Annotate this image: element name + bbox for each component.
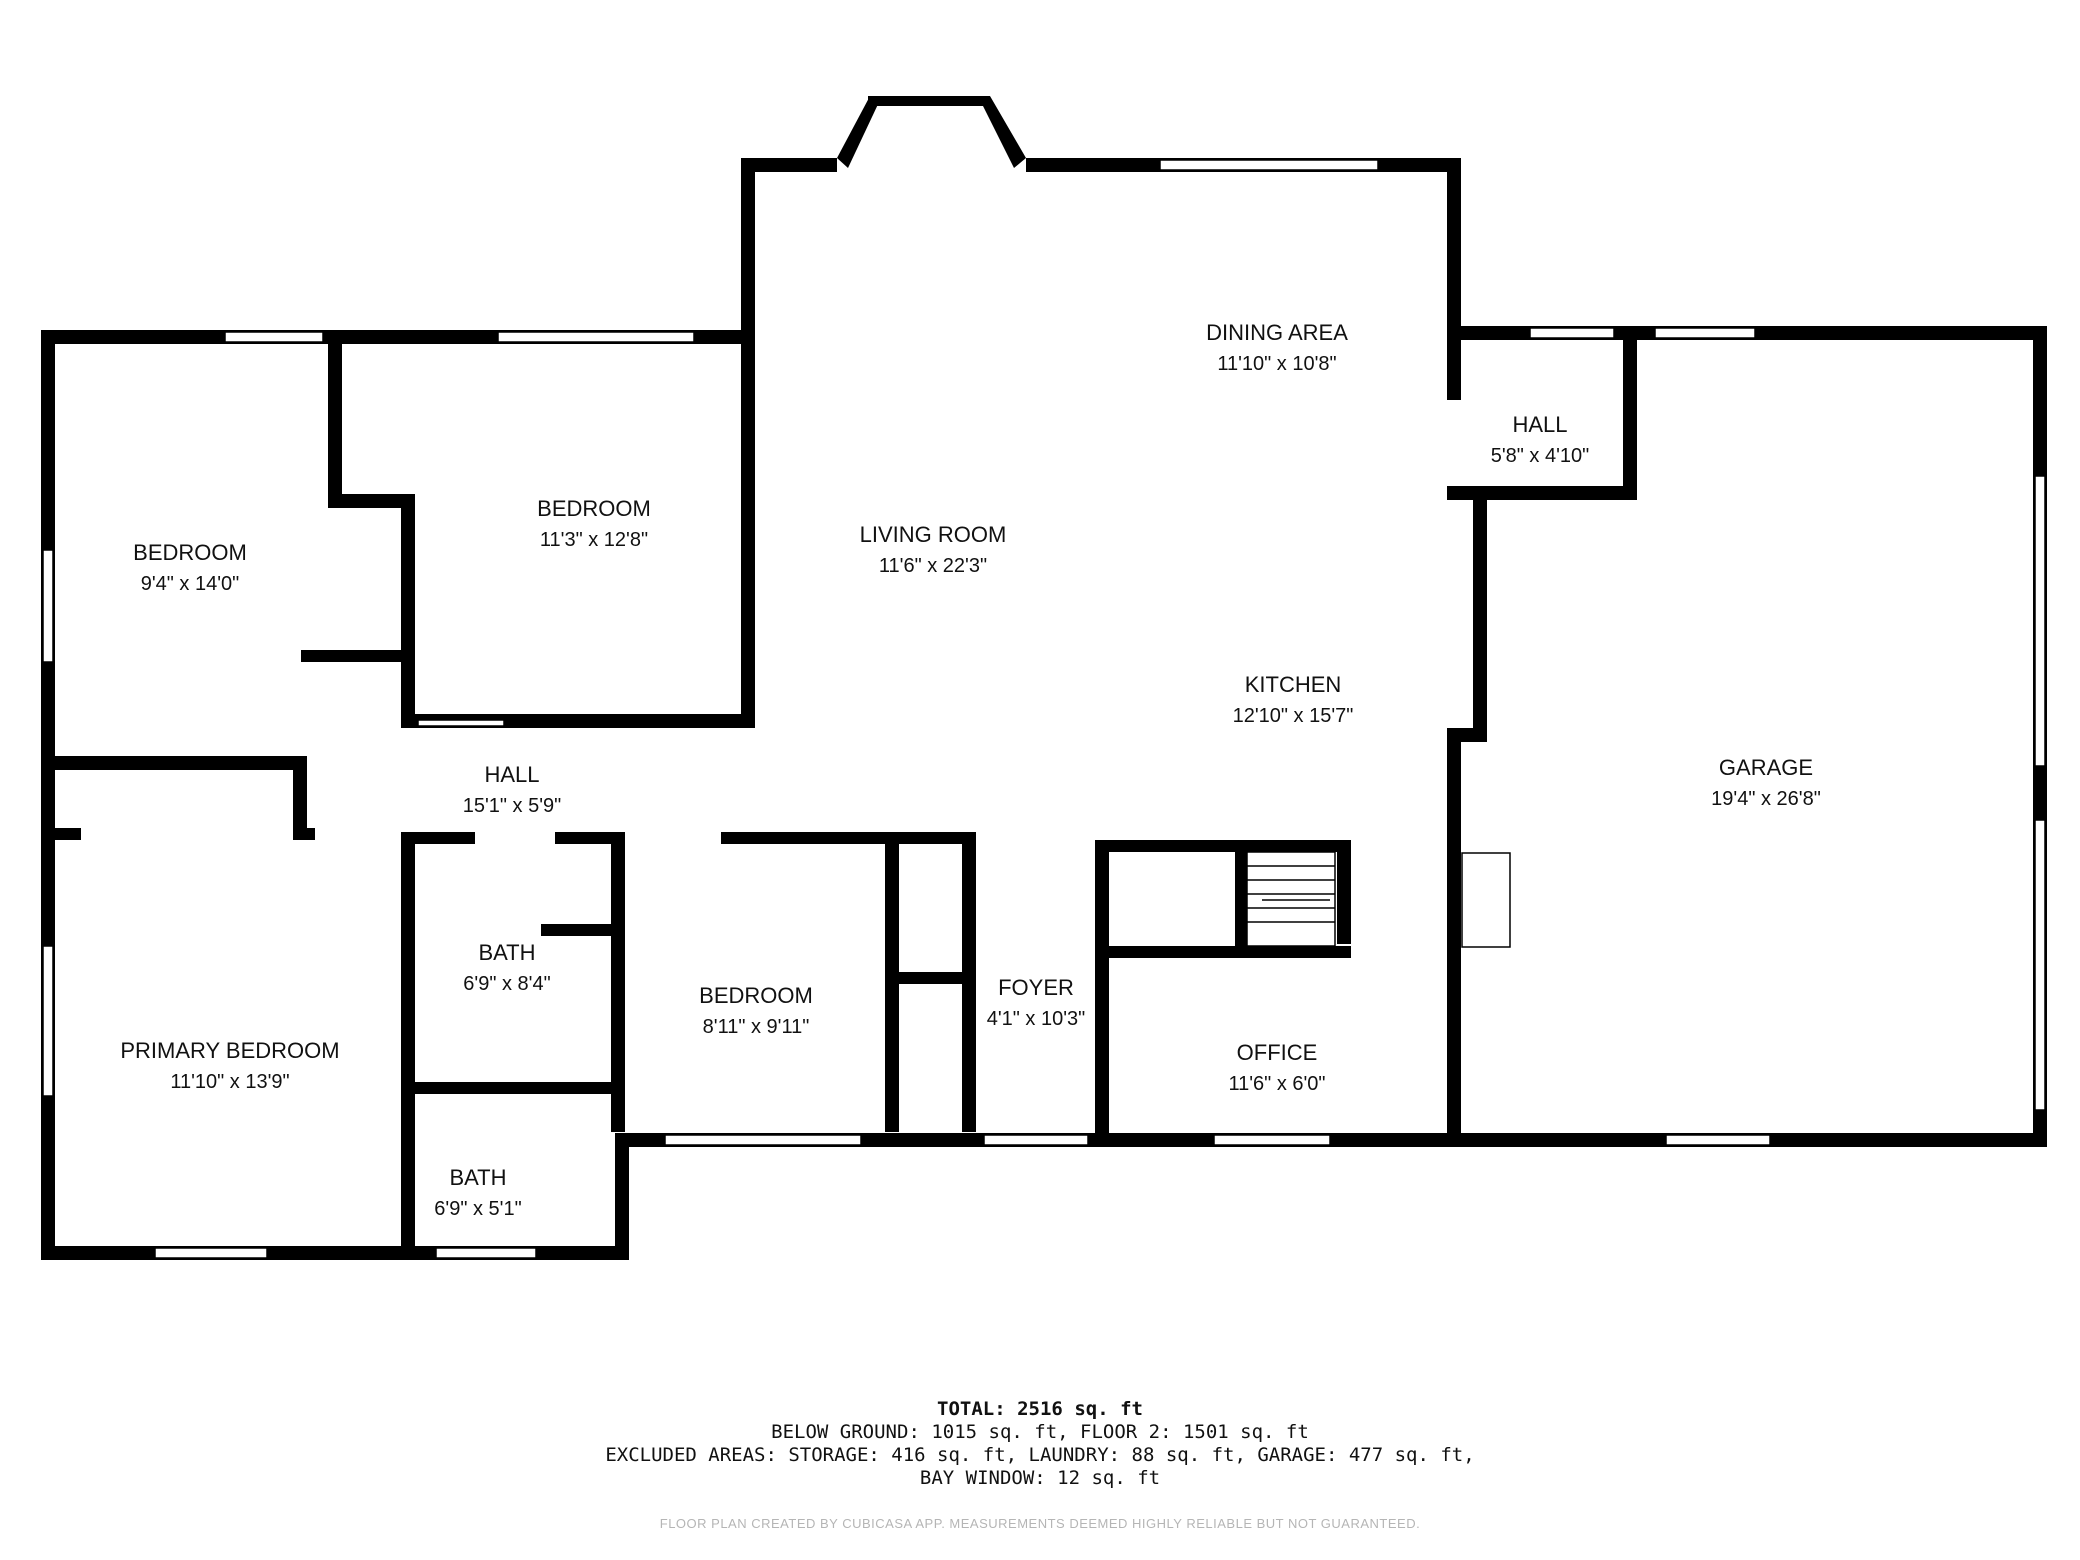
window — [224, 331, 324, 343]
wall-segment — [401, 1082, 625, 1094]
window — [2034, 475, 2046, 767]
wall-segment — [1095, 840, 1350, 852]
room-name-garage: GARAGE — [1719, 755, 1813, 780]
window — [1529, 327, 1615, 339]
room-name-bath-1: BATH — [478, 940, 535, 965]
room-dims-living-room: 11'6" x 22'3" — [879, 555, 987, 577]
window — [1159, 159, 1379, 171]
bay-window — [980, 96, 1026, 168]
wall-segment — [2033, 766, 2047, 818]
wall-segment — [55, 756, 305, 770]
wall-segment — [328, 330, 342, 500]
window — [2034, 819, 2046, 1111]
window — [1665, 1134, 1771, 1146]
landing — [1461, 852, 1511, 948]
wall-segment — [1095, 840, 1109, 1140]
room-dims-bath-2: 6'9" x 5'1" — [434, 1198, 521, 1220]
wall-segment — [555, 832, 625, 844]
room-dims-office: 11'6" x 6'0" — [1228, 1073, 1325, 1095]
area-breakdown-line-1: BELOW GROUND: 1015 sq. ft, FLOOR 2: 1501… — [771, 1421, 1309, 1443]
room-name-kitchen: KITCHEN — [1245, 672, 1342, 697]
window — [435, 1247, 537, 1259]
room-dims-foyer: 4'1" x 10'3" — [987, 1008, 1086, 1030]
wall-segment — [741, 158, 837, 172]
wall-segment — [328, 494, 408, 508]
room-dims-bedroom-nw: 9'4" x 14'0" — [141, 573, 240, 595]
window — [664, 1134, 862, 1146]
room-dims-kitchen: 12'10" x 15'7" — [1233, 705, 1354, 727]
wall-segment — [1623, 340, 1637, 500]
wall-segment — [741, 158, 755, 728]
wall-segment — [611, 832, 625, 1132]
area-breakdown-line-3: BAY WINDOW: 12 sq. ft — [919, 1467, 1161, 1489]
opening — [417, 719, 505, 727]
room-dims-bedroom-n: 11'3" x 12'8" — [540, 529, 648, 551]
room-name-foyer: FOYER — [998, 975, 1074, 1000]
window — [1654, 327, 1756, 339]
floor-plan: BEDROOM 9'4" x 14'0" BEDROOM 11'3" x 12'… — [41, 96, 2047, 1260]
room-name-bath-2: BATH — [449, 1165, 506, 1190]
wall-segment — [401, 832, 415, 1260]
wall-segment — [1447, 158, 1461, 340]
room-dims-hall-west: 15'1" x 5'9" — [463, 795, 562, 817]
wall-segment — [1095, 946, 1351, 958]
wall-segment — [1473, 500, 1487, 742]
wall-segment — [1447, 340, 1461, 400]
wall-segment — [541, 924, 625, 936]
room-dims-primary-bedroom: 11'10" x 13'9" — [170, 1071, 289, 1093]
room-name-primary-bedroom: PRIMARY BEDROOM — [120, 1038, 339, 1063]
window — [154, 1247, 268, 1259]
room-dims-dining-area: 11'10" x 10'8" — [1217, 353, 1336, 375]
window — [1213, 1134, 1331, 1146]
room-name-office: OFFICE — [1237, 1040, 1318, 1065]
room-name-bedroom-s: BEDROOM — [699, 983, 813, 1008]
wall-segment — [41, 330, 55, 1260]
bay-window — [837, 96, 880, 168]
disclaimer-credit: FLOOR PLAN CREATED BY CUBICASA APP. MEAS… — [659, 1516, 1421, 1531]
wall-segment — [1235, 840, 1247, 950]
room-dims-garage: 19'4" x 26'8" — [1711, 788, 1821, 810]
window — [497, 331, 695, 343]
room-name-bedroom-nw: BEDROOM — [133, 540, 247, 565]
wall-segment — [1337, 840, 1351, 944]
room-dims-bath-1: 6'9" x 8'4" — [463, 973, 550, 995]
stair-outline — [1246, 851, 1336, 947]
wall-segment — [615, 1133, 629, 1260]
wall-segment — [293, 828, 315, 840]
room-name-bedroom-n: BEDROOM — [537, 496, 651, 521]
wall-segment — [1447, 486, 1637, 500]
room-name-dining-area: DINING AREA — [1206, 320, 1348, 345]
total-area: TOTAL: 2516 sq. ft — [937, 1398, 1143, 1420]
staircase — [1246, 851, 1511, 948]
wall-segment — [885, 972, 975, 984]
wall-segment — [401, 494, 415, 726]
room-name-hall-west: HALL — [484, 762, 539, 787]
window — [983, 1134, 1089, 1146]
room-dims-bedroom-s: 8'11" x 9'11" — [703, 1016, 810, 1038]
room-name-hall-east: HALL — [1512, 412, 1567, 437]
wall-segment — [41, 828, 81, 840]
room-name-living-room: LIVING ROOM — [860, 522, 1007, 547]
wall-segment — [721, 832, 976, 844]
wall-segment — [401, 832, 475, 844]
bay-window — [868, 96, 990, 106]
wall-segment — [301, 650, 415, 662]
windows — [42, 159, 2046, 1259]
wall-segment — [293, 756, 307, 840]
area-summary: TOTAL: 2516 sq. ft BELOW GROUND: 1015 sq… — [0, 1398, 2080, 1490]
window — [42, 549, 54, 663]
walls — [41, 96, 2047, 1260]
window — [42, 945, 54, 1097]
area-breakdown-line-2: EXCLUDED AREAS: STORAGE: 416 sq. ft, LAU… — [605, 1444, 1475, 1466]
wall-segment — [1447, 730, 1461, 1140]
wall-segment — [962, 832, 976, 1132]
wall-segment — [41, 1246, 629, 1260]
room-dims-hall-east: 5'8" x 4'10" — [1491, 445, 1590, 467]
